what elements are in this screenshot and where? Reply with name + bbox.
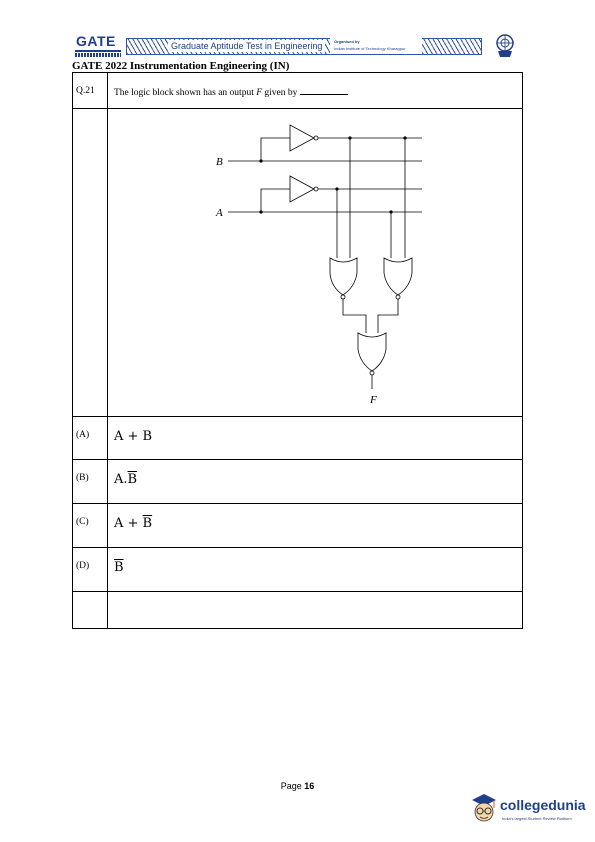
iit-kharagpur-emblem-icon xyxy=(496,34,514,57)
option-text-c: A + B xyxy=(114,516,153,531)
input-label-b: B xyxy=(216,156,223,168)
option-label-cell-a: (A) xyxy=(72,416,108,460)
nor-gate-1 xyxy=(329,257,358,296)
question-variable: F xyxy=(256,88,263,98)
wire-nor1-out xyxy=(342,299,367,333)
option-row-d[interactable]: (D) B xyxy=(72,547,523,592)
page-number: 16 xyxy=(304,781,315,791)
option-text-a: A + B xyxy=(114,429,153,444)
nor-gate-1-bubble xyxy=(340,294,346,300)
junction-2 xyxy=(348,136,352,140)
collegedunia-logo: collegedunia India's largest Student Rev… xyxy=(470,789,590,829)
diagram-row: B A F xyxy=(72,108,523,417)
diagram-cell: B A F xyxy=(107,108,523,417)
not-gate-a xyxy=(289,175,315,203)
question-text-cell: The logic block shown has an output F gi… xyxy=(107,72,523,109)
option-label-c: (C) xyxy=(76,517,89,527)
input-label-a: A xyxy=(215,207,223,219)
nor-gate-final xyxy=(357,332,387,372)
junction-a xyxy=(259,210,263,214)
banner-title: Graduate Aptitude Test in Engineering xyxy=(168,40,326,52)
nor-gate-2 xyxy=(383,257,413,296)
nor-gate-final-bubble xyxy=(369,370,375,376)
logic-circuit-diagram: B A F xyxy=(215,124,422,406)
gate-logo: GATE xyxy=(72,33,124,59)
wire-a-to-not xyxy=(260,188,290,212)
graduate-mascot-icon xyxy=(472,794,496,822)
option-text-d: B xyxy=(114,560,124,575)
option-label-cell-d: (D) xyxy=(72,547,108,592)
option-text-cell-b: A.B xyxy=(107,459,523,504)
option-text-cell-d: B xyxy=(107,547,523,592)
option-label-cell-c: (C) xyxy=(72,503,108,548)
banner-organizer: Organised by Indian Institute of Technol… xyxy=(330,38,422,54)
option-text-b: A.B xyxy=(114,472,138,487)
option-row-a[interactable]: (A) A + B xyxy=(72,416,523,460)
nor-gate-2-bubble xyxy=(395,294,401,300)
empty-label-cell xyxy=(72,591,108,629)
junction-3 xyxy=(389,210,393,214)
empty-row xyxy=(72,591,523,629)
organizer-name: Indian Institute of Technology Kharagpur xyxy=(334,46,406,51)
option-label-cell-b: (B) xyxy=(72,459,108,504)
option-label-d: (D) xyxy=(76,561,90,571)
option-label-a: (A) xyxy=(76,430,90,440)
brand-tagline: India's largest Student Review Platform xyxy=(502,816,572,821)
option-text-cell-c: A + B xyxy=(107,503,523,548)
diagram-number-cell xyxy=(72,108,108,417)
wire-nor2-out xyxy=(377,299,399,333)
page-header: GATE 2022 Instrumentation Engineering (I… xyxy=(72,60,290,72)
page-footer: Page 16 xyxy=(0,781,595,791)
question-text-after: given by xyxy=(264,88,298,98)
gate-banner: GATE Graduate Aptitude Test in Engineeri… xyxy=(72,33,484,59)
not-gate-b xyxy=(289,124,315,152)
answer-blank xyxy=(299,86,348,95)
question-row: Q.21 The logic block shown has an output… xyxy=(72,72,523,109)
option-label-b: (B) xyxy=(76,473,89,483)
question-table: Q.21 The logic block shown has an output… xyxy=(72,72,523,629)
question-number-cell: Q.21 xyxy=(72,72,108,109)
junction-1 xyxy=(335,187,339,191)
question-text-before: The logic block shown has an output xyxy=(114,88,254,98)
junction-b xyxy=(259,159,263,163)
output-label-f: F xyxy=(369,394,377,406)
option-row-b[interactable]: (B) A.B xyxy=(72,459,523,504)
option-text-cell-a: A + B xyxy=(107,416,523,460)
option-row-c[interactable]: (C) A + B xyxy=(72,503,523,548)
junction-4 xyxy=(403,136,407,140)
question-number: Q.21 xyxy=(76,86,95,96)
question-text: The logic block shown has an output F gi… xyxy=(108,73,522,98)
gate-logo-text: GATE xyxy=(76,33,116,49)
brand-name: collegedunia xyxy=(500,797,586,813)
empty-text-cell xyxy=(107,591,523,629)
organized-by-label: Organised by xyxy=(334,39,360,44)
wire-b-to-not xyxy=(260,137,290,161)
page-label: Page xyxy=(280,781,302,791)
